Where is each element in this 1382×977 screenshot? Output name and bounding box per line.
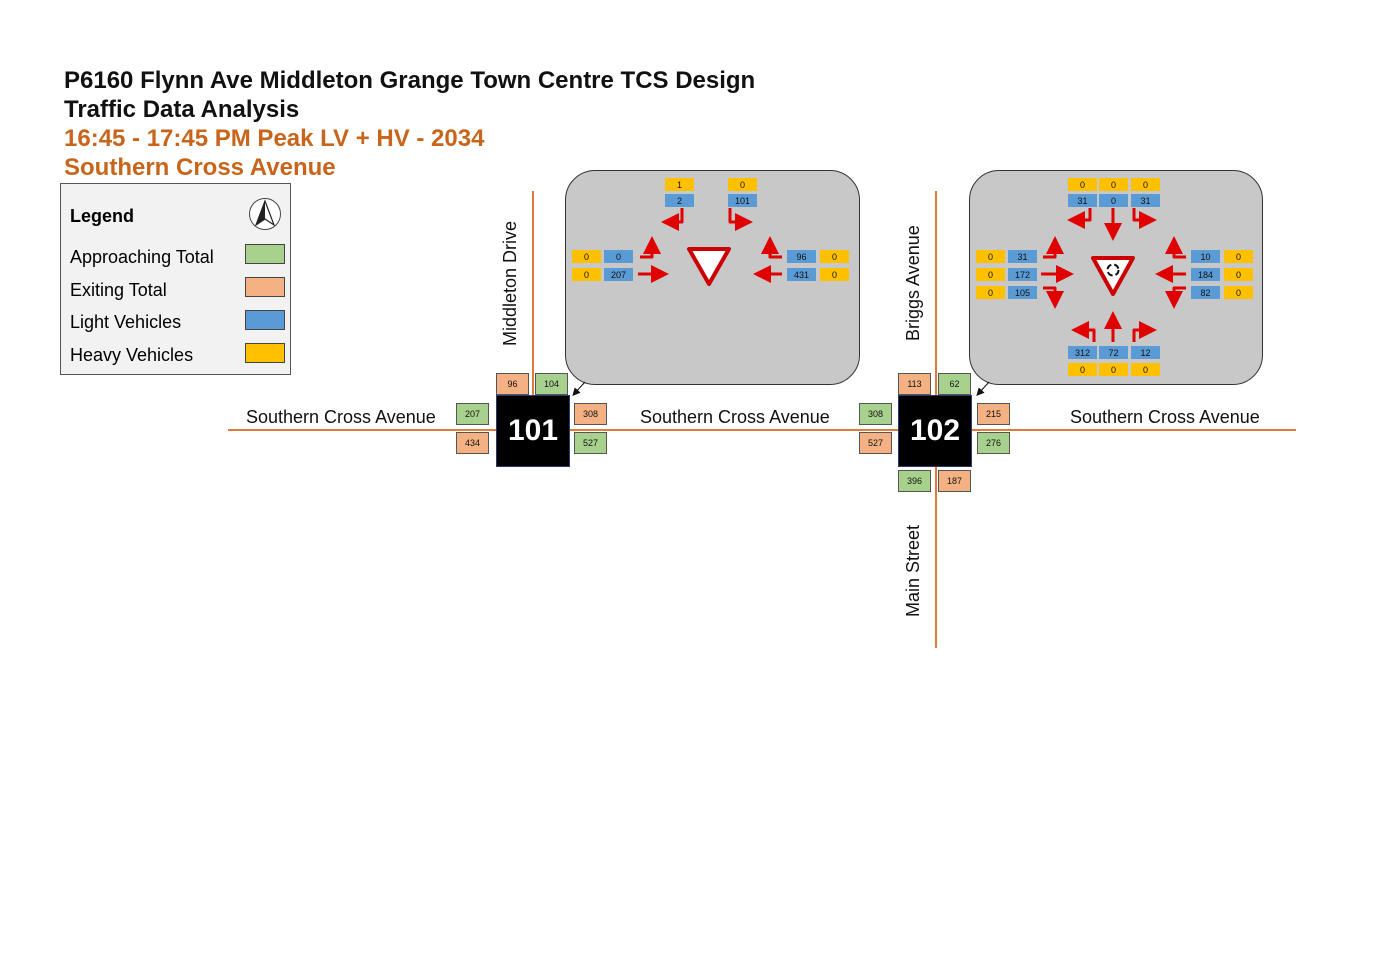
n102-south-thru-lv: 72	[1099, 346, 1128, 359]
n102-west-thru-lv: 172	[1008, 268, 1037, 281]
north-arrow-icon	[248, 197, 282, 236]
n102-south-left-lv: 312	[1068, 346, 1097, 359]
legend-label-light-vehicles: Light Vehicles	[70, 312, 182, 332]
n102-west-approach-total: 308	[859, 403, 892, 425]
n101-south-left-lv: 2	[665, 194, 694, 207]
n102-south-left-arrow-icon	[1071, 321, 1096, 342]
roundabout-give-way-sign-icon	[1091, 256, 1135, 296]
n101-west-left-hv: 0	[572, 250, 601, 263]
n101-west-left-arrow-icon	[640, 236, 661, 259]
n102-west-right-hv: 0	[976, 286, 1005, 299]
road-label-southern-cross-middle: Southern Cross Avenue	[640, 407, 830, 427]
n101-west-exit-total: 434	[456, 432, 489, 454]
legend-swatch-light-vehicles	[245, 310, 285, 330]
n101-north-exit-total: 96	[496, 373, 529, 395]
n102-west-right-lv: 105	[1008, 286, 1037, 299]
legend-label-heavy-vehicles: Heavy Vehicles	[70, 345, 194, 365]
n101-east-approach-total: 527	[574, 432, 607, 454]
n102-west-right-arrow-icon	[1043, 286, 1064, 309]
n102-west-thru-hv: 0	[976, 268, 1005, 281]
n102-west-left-arrow-icon	[1043, 236, 1064, 259]
n102-north-approach-total: 62	[938, 373, 971, 395]
n101-west-approach-total: 207	[456, 403, 489, 425]
road-label-southern-cross-west: Southern Cross Avenue	[246, 407, 436, 427]
n102-east-thru-lv: 184	[1191, 268, 1220, 281]
n101-south-right-lv: 101	[728, 194, 757, 207]
road-label-main-street: Main Street	[903, 524, 923, 617]
n101-south-right-hv: 0	[728, 178, 757, 191]
n102-north-right-arrow-icon	[1067, 208, 1092, 229]
n102-west-left-lv: 31	[1008, 250, 1037, 263]
n102-north-exit-total: 113	[898, 373, 931, 395]
intersection-node-102: 102	[898, 395, 972, 467]
road-label-southern-cross-east: Southern Cross Avenue	[1070, 407, 1260, 427]
n102-south-left-hv: 0	[1068, 363, 1097, 376]
n101-south-right-arrow-icon	[728, 208, 753, 231]
n101-west-thru-hv: 0	[572, 268, 601, 281]
n102-south-right-hv: 0	[1131, 363, 1160, 376]
n102-east-left-hv: 0	[1224, 286, 1253, 299]
peak-period-title: 16:45 - 17:45 PM Peak LV + HV - 2034	[64, 125, 485, 152]
legend-swatch-approaching	[245, 244, 285, 264]
n102-east-right-arrow-icon	[1165, 236, 1186, 259]
n102-west-left-hv: 0	[976, 250, 1005, 263]
n102-east-left-lv: 82	[1191, 286, 1220, 299]
node-102-callout-pointer	[976, 381, 990, 396]
give-way-sign-icon	[687, 247, 731, 286]
n102-north-thru-lv: 0	[1099, 194, 1128, 207]
n102-south-exit-total: 187	[938, 470, 971, 492]
n102-north-right-hv: 0	[1068, 178, 1097, 191]
legend-title: Legend	[70, 206, 135, 226]
n101-south-left-arrow-icon	[661, 208, 684, 231]
n102-west-exit-total: 527	[859, 432, 892, 454]
n101-east-exit-total: 308	[574, 403, 607, 425]
road-label-briggs-avenue: Briggs Avenue	[903, 225, 923, 341]
legend-label-exiting: Exiting Total	[70, 280, 167, 300]
n101-west-thru-lv: 207	[604, 268, 633, 281]
intersection-node-101: 101	[496, 395, 570, 467]
n102-north-right-lv: 31	[1068, 194, 1097, 207]
n102-south-thru-hv: 0	[1099, 363, 1128, 376]
n102-south-approach-total: 396	[898, 470, 931, 492]
n101-east-right-lv: 96	[787, 250, 816, 263]
n102-north-left-lv: 31	[1131, 194, 1160, 207]
node-101-callout-pointer	[572, 381, 586, 396]
legend-label-approaching: Approaching Total	[70, 247, 214, 267]
n101-south-left-hv: 1	[665, 178, 694, 191]
n102-east-approach-total: 276	[977, 432, 1010, 454]
corridor-title: Southern Cross Avenue	[64, 154, 336, 181]
n102-north-left-arrow-icon	[1132, 208, 1157, 229]
n101-west-left-lv: 0	[604, 250, 633, 263]
report-title: P6160 Flynn Ave Middleton Grange Town Ce…	[64, 67, 756, 94]
n102-east-left-arrow-icon	[1165, 286, 1186, 309]
node-id: 102	[909, 414, 961, 447]
node-id: 101	[507, 414, 559, 447]
n102-south-right-arrow-icon	[1132, 321, 1157, 342]
road-label-middleton-drive: Middleton Drive	[500, 220, 520, 346]
n102-east-right-lv: 10	[1191, 250, 1220, 263]
n101-east-thru-hv: 0	[820, 268, 849, 281]
legend: Legend Approaching Total Exiting Total L…	[60, 183, 291, 375]
report-subtitle: Traffic Data Analysis	[64, 96, 300, 123]
legend-swatch-exiting	[245, 277, 285, 297]
n101-east-right-arrow-icon	[761, 236, 782, 259]
n102-east-exit-total: 215	[977, 403, 1010, 425]
n102-north-thru-hv: 0	[1099, 178, 1128, 191]
legend-swatch-heavy-vehicles	[245, 343, 285, 363]
n102-east-thru-hv: 0	[1224, 268, 1253, 281]
n101-north-approach-total: 104	[535, 373, 568, 395]
n102-east-right-hv: 0	[1224, 250, 1253, 263]
n101-east-right-hv: 0	[820, 250, 849, 263]
n101-east-thru-lv: 431	[787, 268, 816, 281]
n102-south-right-lv: 12	[1131, 346, 1160, 359]
n102-north-left-hv: 0	[1131, 178, 1160, 191]
